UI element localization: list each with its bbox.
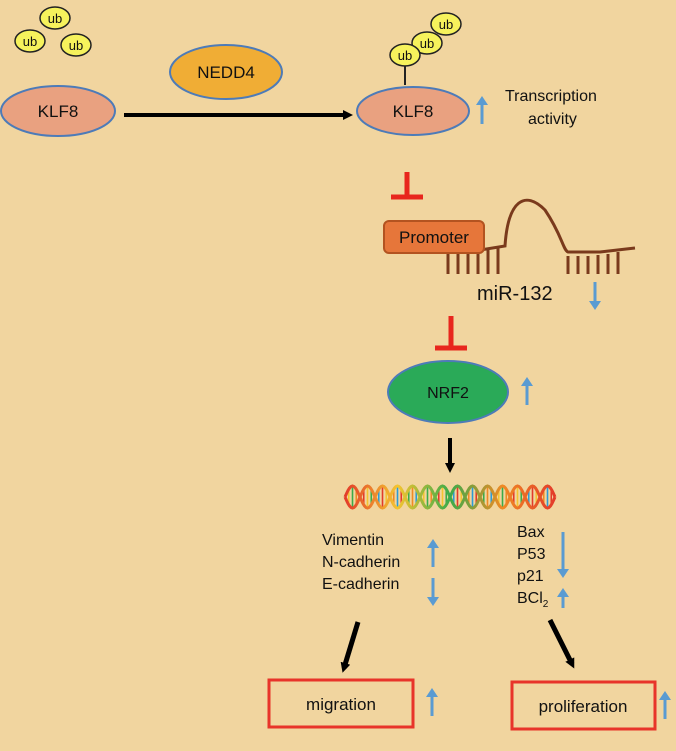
bcl2-base: BCl [517, 590, 543, 607]
mir-132-gene-structure [430, 198, 636, 274]
klf8-right-node [356, 86, 470, 136]
ub-tag: ub [14, 29, 46, 53]
bcl2-subscript: 2 [543, 599, 549, 610]
up-arrow-icon [659, 691, 671, 719]
to-proliferation-arrow [547, 618, 575, 669]
up-arrow-icon [426, 688, 438, 716]
transcription-label-line1: Transcription [505, 88, 597, 105]
marker-e-cadherin: E-cadherin [322, 576, 399, 593]
up-arrow-icon [557, 588, 569, 608]
free-ubiquitin-group: ub ub ub [14, 6, 92, 57]
nrf2-node: NRF2 [387, 360, 509, 424]
ub-label: ub [23, 34, 37, 49]
klf8-right-label: KLF8 [393, 102, 434, 121]
up-arrow-icon [476, 96, 488, 124]
transcription-label-line2: activity [528, 111, 577, 128]
promoter-box: Promoter [383, 220, 485, 254]
proliferation-box: proliferation [510, 680, 657, 731]
inhibition-icon [391, 172, 423, 200]
ub-tag: ub [430, 12, 462, 36]
ub-label: ub [420, 36, 434, 51]
inhibition-icon [435, 316, 467, 351]
nedd4-node: NEDD4 [169, 44, 283, 100]
mir-132-label: miR-132 [477, 283, 553, 305]
klf8-left-label: KLF8 [38, 102, 79, 121]
klf8-ubiquitinated: ub ub ub KLF8 [356, 12, 470, 136]
ub-label: ub [398, 48, 412, 63]
down-arrow-icon [557, 532, 569, 578]
nedd4-label: NEDD4 [197, 63, 255, 82]
promoter-label: Promoter [399, 228, 469, 247]
nrf2-label: NRF2 [427, 385, 469, 402]
migration-label: migration [306, 695, 376, 714]
marker-vimentin: Vimentin [322, 532, 384, 549]
klf8-left-node: KLF8 [0, 85, 116, 137]
marker-p21: p21 [517, 568, 544, 585]
up-arrow-icon [521, 377, 533, 405]
nucleotide-ticks [446, 248, 620, 274]
marker-p53: P53 [517, 546, 546, 563]
down-arrow-icon [427, 578, 439, 606]
migration-box: migration [267, 678, 415, 729]
up-arrow-icon [427, 539, 439, 567]
proliferation-label: proliferation [539, 697, 628, 716]
ub-label: ub [69, 38, 83, 53]
ub-tag: ub [389, 43, 421, 67]
to-migration-arrow [340, 621, 361, 673]
marker-n-cadherin: N-cadherin [322, 554, 400, 571]
ub-tag: ub [60, 33, 92, 57]
dna-strand [343, 484, 557, 510]
ub-label: ub [48, 11, 62, 26]
marker-bax: Bax [517, 524, 545, 541]
dna-helix-icon [343, 484, 557, 510]
ub-tag: ub [411, 31, 443, 55]
ub-tag: ub [39, 6, 71, 30]
ub-label: ub [439, 17, 453, 32]
down-arrow-icon [589, 282, 601, 310]
marker-bcl2: BCl2 [517, 590, 549, 610]
